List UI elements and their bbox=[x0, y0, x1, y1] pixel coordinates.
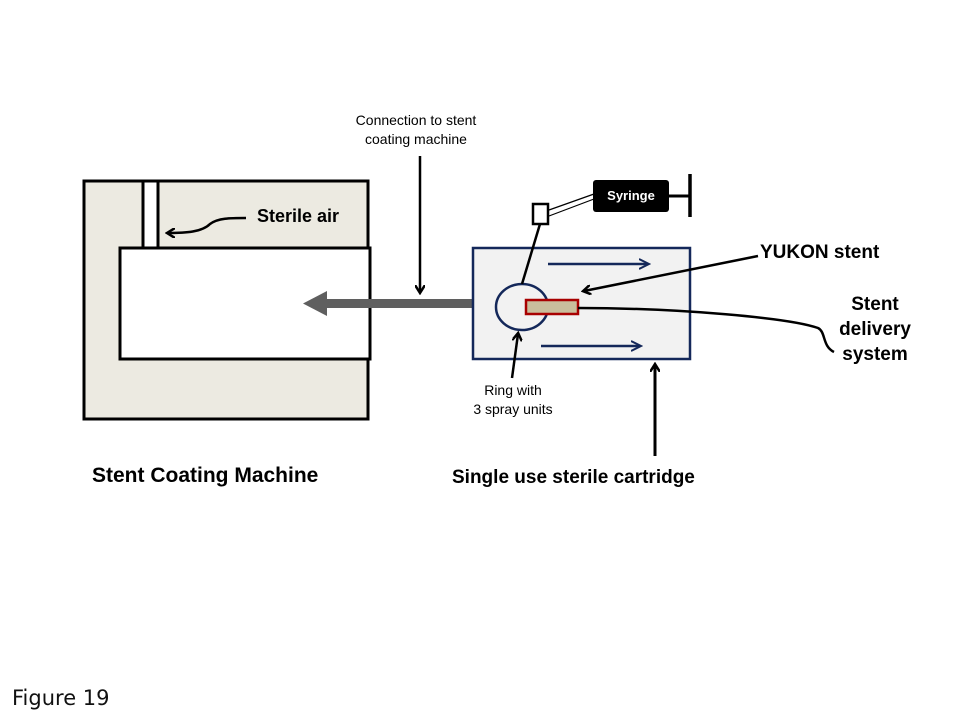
connection-label: Connection to stent coating machine bbox=[336, 111, 496, 149]
sterile-air-duct bbox=[141, 179, 160, 250]
cartridge-body bbox=[471, 246, 692, 361]
stent-delivery-label: Stent delivery system bbox=[830, 292, 920, 367]
sterile-air-pointer bbox=[168, 216, 247, 233]
connection-label-line-1: Connection to stent bbox=[355, 112, 477, 128]
ring-pointer bbox=[510, 334, 518, 379]
spray-feed-line bbox=[520, 223, 542, 285]
sterile-cartridge bbox=[471, 246, 692, 361]
connection-label-line-2: coating machine bbox=[365, 131, 467, 147]
yukon-stent-label: YUKON stent bbox=[760, 242, 880, 263]
syringe-tube-2 bbox=[548, 198, 595, 217]
machine-title: Stent Coating Machine bbox=[92, 464, 319, 487]
ring-label-line-2: 3 spray units bbox=[473, 401, 553, 417]
ring-label: Ring with 3 spray units bbox=[454, 381, 572, 419]
sterile-air-label: Sterile air bbox=[257, 206, 340, 226]
syringe-barrel bbox=[593, 180, 669, 212]
yukon-stent bbox=[524, 298, 580, 316]
connector-arrow bbox=[303, 291, 473, 316]
stent-delivery-line-2: delivery bbox=[839, 319, 911, 340]
spray-nozzle bbox=[531, 202, 550, 226]
cartridge-title: Single use sterile cartridge bbox=[452, 467, 695, 488]
connector-shaft bbox=[325, 299, 473, 308]
delivery-system-line bbox=[577, 306, 835, 354]
stent-delivery-line-1: Stent bbox=[851, 294, 899, 315]
ring-label-line-1: Ring with bbox=[484, 382, 542, 398]
syringe-tube-1 bbox=[548, 193, 595, 211]
connector-arrowhead bbox=[303, 291, 327, 316]
syringe-label: Syringe bbox=[607, 188, 655, 203]
syringe-assembly bbox=[520, 174, 692, 285]
stent-delivery-line-3: system bbox=[842, 344, 908, 365]
figure-caption: Figure 19 bbox=[12, 686, 110, 710]
yukon-stent-pointer bbox=[584, 254, 759, 291]
